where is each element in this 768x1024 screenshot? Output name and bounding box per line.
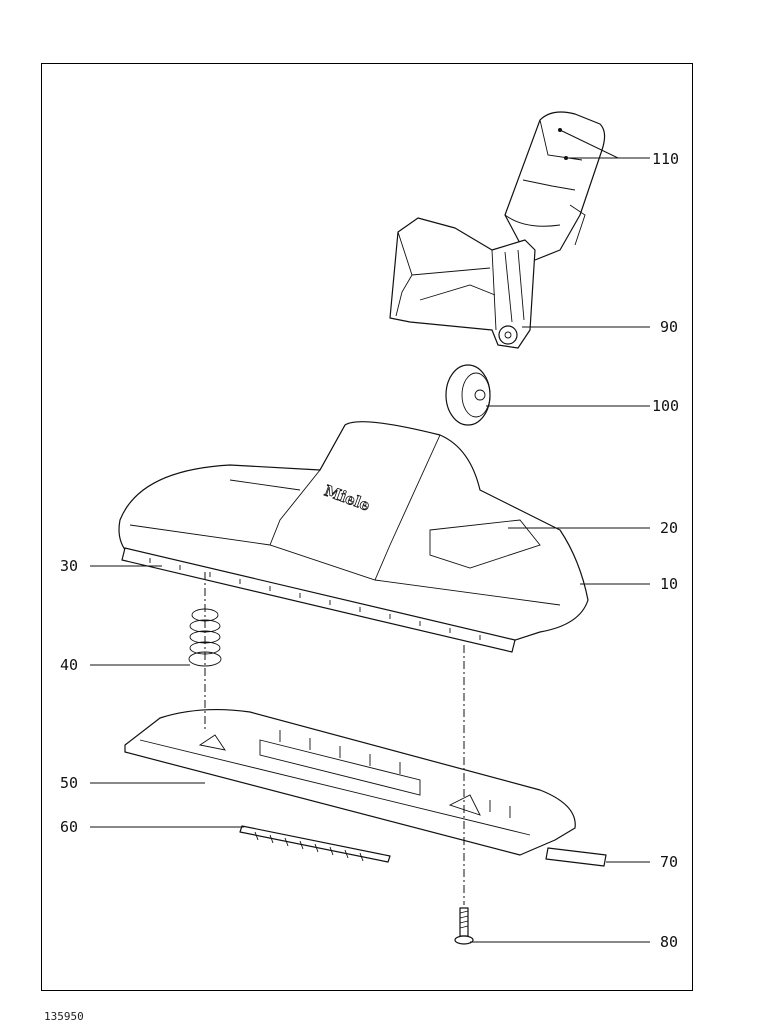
document-id: 135950 bbox=[44, 1010, 84, 1023]
callout-50: 50 bbox=[60, 774, 78, 792]
callout-20: 20 bbox=[660, 519, 678, 537]
callout-30: 30 bbox=[60, 557, 78, 575]
callout-70: 70 bbox=[660, 853, 678, 871]
callout-90: 90 bbox=[660, 318, 678, 336]
callout-10: 10 bbox=[660, 575, 678, 593]
callout-labels: 110 90 100 20 10 30 40 50 60 70 80 bbox=[60, 150, 679, 951]
part-head-housing: Miele bbox=[118, 421, 589, 646]
callout-100: 100 bbox=[652, 397, 679, 415]
callout-60: 60 bbox=[60, 818, 78, 836]
part-sole-plate bbox=[124, 708, 576, 856]
callout-110: 110 bbox=[652, 150, 679, 168]
part-brush-strip bbox=[121, 547, 516, 653]
part-screw bbox=[454, 907, 474, 945]
part-wheel bbox=[445, 364, 491, 426]
leader-lines bbox=[90, 129, 650, 943]
part-blade bbox=[239, 825, 391, 863]
part-joint-housing bbox=[389, 217, 536, 349]
alignment-lines bbox=[204, 572, 465, 905]
part-slide-bar bbox=[545, 847, 607, 867]
callout-80: 80 bbox=[660, 933, 678, 951]
part-swivel-neck bbox=[504, 111, 606, 263]
drawing-frame bbox=[41, 63, 693, 991]
callout-40: 40 bbox=[60, 656, 78, 674]
